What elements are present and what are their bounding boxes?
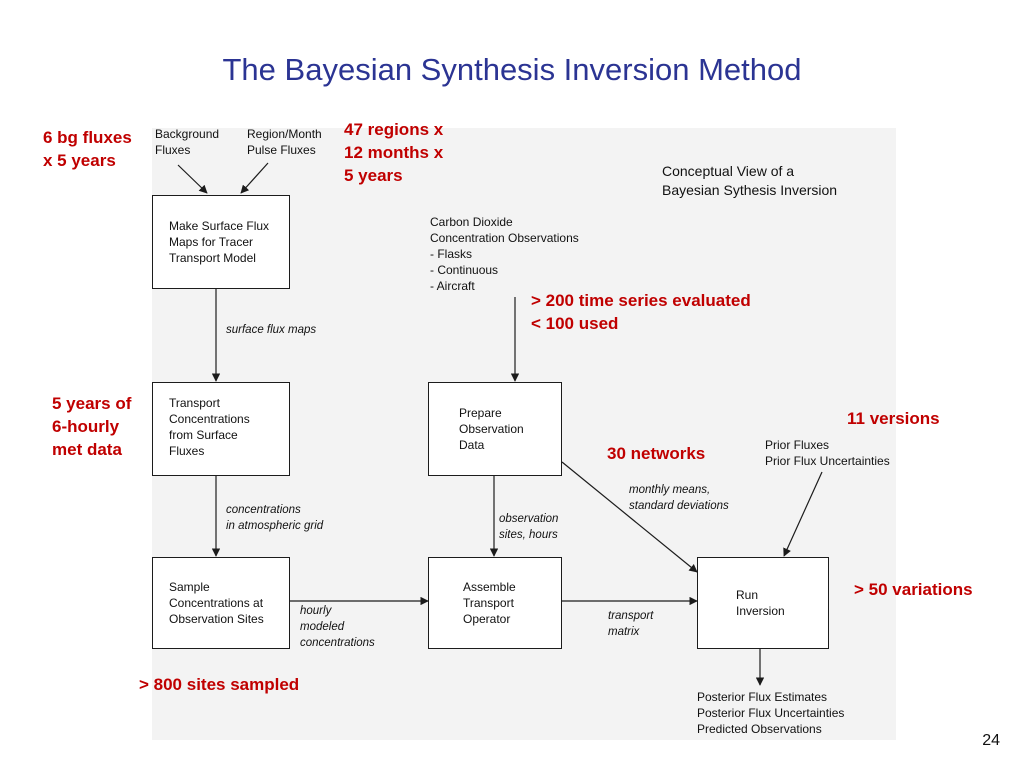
arrow-background-to-maps — [177, 164, 208, 194]
annotation-bg-fluxes: 6 bg fluxes x 5 years — [43, 128, 132, 170]
output-list: Posterior Flux Estimates Posterior Flux … — [697, 690, 845, 736]
box-prepare-observation-data: Prepare Observation Data — [428, 382, 562, 476]
box-transport-concentrations: Transport Concentrations from Surface Fl… — [152, 382, 290, 476]
box-run-inversion: Run Inversion — [697, 557, 829, 649]
label-observation-sites: observation sites, hours — [499, 513, 559, 541]
label-monthly-means: monthly means, standard deviations — [629, 484, 729, 512]
arrow-pulse-to-maps — [240, 162, 269, 194]
arrow-prepare-to-run — [561, 461, 698, 573]
annotation-versions: 11 versions — [847, 409, 940, 428]
annotation-networks: 30 networks — [607, 444, 706, 463]
annotation-sites-sampled: > 800 sites sampled — [139, 675, 300, 694]
input-prior-fluxes: Prior Fluxes Prior Flux Uncertainties — [765, 438, 890, 468]
input-co2-observations: Carbon Dioxide Concentration Observation… — [430, 215, 579, 293]
box-assemble-transport-operator: Assemble Transport Operator — [428, 557, 562, 649]
label-concentrations-grid: concentrations in atmospheric grid — [226, 504, 324, 532]
slide-title: The Bayesian Synthesis Inversion Method — [222, 52, 802, 87]
annotation-time-series: > 200 time series evaluated < 100 used — [531, 291, 751, 333]
box-sample-concentrations: Sample Concentrations at Observation Sit… — [152, 557, 290, 649]
arrow-prior-to-run — [783, 471, 823, 557]
box-make-surface-flux-maps: Make Surface Flux Maps for Tracer Transp… — [152, 195, 290, 289]
annotation-variations: > 50 variations — [854, 580, 973, 599]
annotation-regions: 47 regions x 12 months x 5 years — [344, 120, 444, 185]
diagram-heading: Conceptual View of a Bayesian Sythesis I… — [662, 163, 838, 198]
label-surface-flux-maps: surface flux maps — [226, 324, 317, 336]
label-transport-matrix: transport matrix — [608, 610, 654, 638]
label-hourly-modeled: hourly modeled concentrations — [300, 605, 375, 649]
input-pulse-fluxes: Region/Month Pulse Fluxes — [247, 127, 322, 157]
annotation-met-data: 5 years of 6-hourly met data — [52, 394, 132, 459]
input-background-fluxes: Background Fluxes — [155, 127, 220, 157]
page-number: 24 — [982, 732, 1000, 749]
